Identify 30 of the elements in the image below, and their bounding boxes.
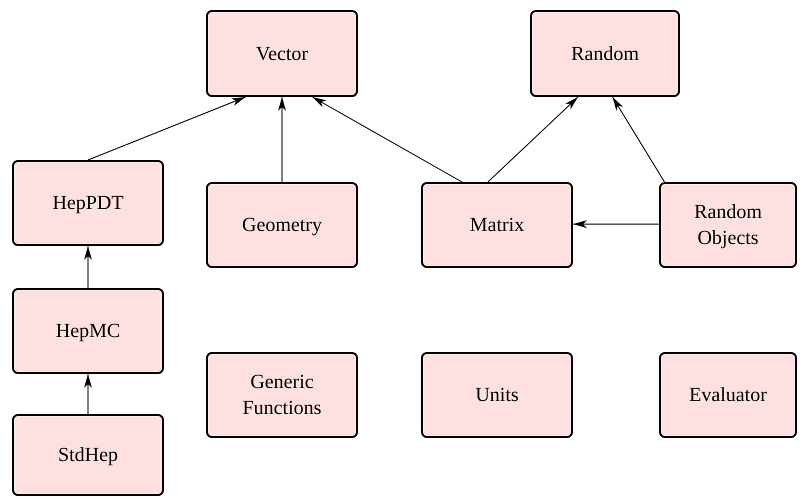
module-name: HepMC	[56, 319, 120, 344]
arrow	[612, 96, 666, 182]
module-name: Generic Functions	[242, 370, 322, 421]
module-name: Random	[571, 42, 639, 66]
module-name: StdHep	[58, 443, 118, 468]
module-name: Evaluator	[689, 383, 767, 408]
module-box	[421, 182, 573, 268]
module-name: Matrix	[470, 213, 524, 238]
module-name: Units	[475, 383, 519, 408]
module-box	[659, 182, 797, 268]
module-box	[659, 352, 797, 438]
module-box	[206, 10, 358, 97]
arrow	[84, 374, 92, 414]
arrow	[278, 96, 286, 182]
module-name: HepPDT	[52, 191, 124, 216]
module-box	[206, 352, 358, 438]
arrow	[88, 96, 246, 160]
module-name: Vector	[256, 42, 308, 66]
arrow	[312, 96, 463, 182]
module-name: Geometry	[242, 213, 322, 238]
arrow	[84, 246, 92, 288]
module-box	[530, 10, 680, 97]
module-box	[12, 414, 164, 496]
module-box	[206, 182, 358, 268]
module-box	[421, 352, 573, 438]
arrow	[572, 220, 660, 228]
arrow	[487, 96, 578, 182]
module-name: Random Objects	[693, 200, 763, 251]
module-box	[12, 288, 164, 374]
module-box	[12, 160, 164, 246]
